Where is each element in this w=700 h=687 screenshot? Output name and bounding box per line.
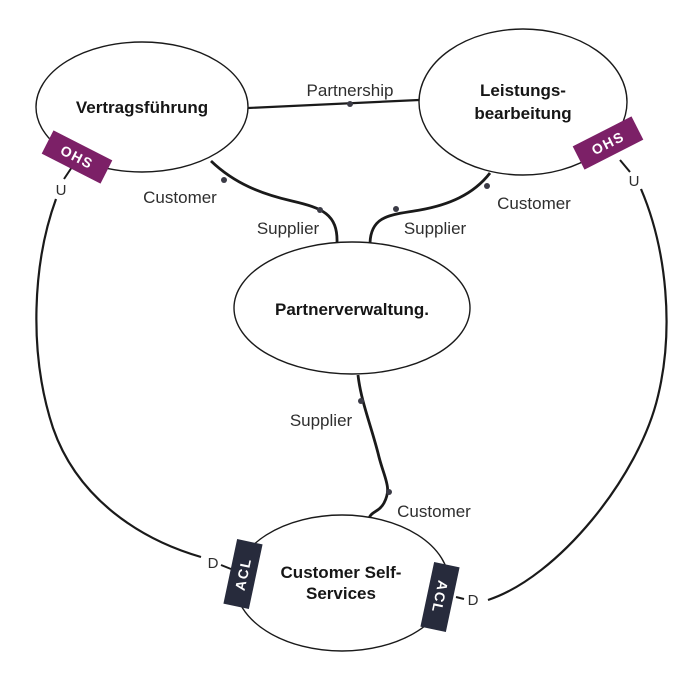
context-title-partnerverwaltung: Partnerverwaltung.	[275, 300, 429, 319]
curve-right-dot-lower	[393, 206, 399, 212]
acl-badge-right-text: ACL	[429, 579, 452, 615]
downstream-label-left: D	[208, 555, 219, 572]
upstream-downstream-arc-left	[35, 198, 202, 559]
context-title-vertragsfuehrung: Vertragsführung	[76, 98, 208, 117]
partnership-label: Partnership	[307, 81, 394, 100]
acl-badge-right: ACL	[420, 562, 460, 632]
context-title-customer-self-services-line2: Services	[306, 584, 376, 603]
supplier-customer-curve-bottom	[356, 374, 389, 519]
downstream-label-right: D	[468, 592, 479, 609]
context-title-customer-self-services-line1: Customer Self-	[281, 563, 402, 582]
supplier-label-left: Supplier	[257, 219, 320, 238]
ohs-badge-right-rect	[572, 116, 644, 170]
supplier-label-bottom: Supplier	[290, 411, 353, 430]
connector-d-left-acl	[220, 564, 232, 570]
context-title-leistungsbearbeitung-line2: bearbeitung	[474, 104, 571, 123]
context-ellipse-partnerverwaltung	[233, 241, 471, 375]
customer-label-bottom: Customer	[397, 502, 471, 521]
connector-acl-right-d	[455, 596, 465, 600]
curve-right-dot-upper	[484, 183, 490, 189]
curve-left-dot-lower	[317, 207, 323, 213]
curve-bottom-dot-upper	[358, 398, 364, 404]
context-ellipse-customer-self-services	[234, 514, 450, 652]
curve-left-dot-upper	[221, 177, 227, 183]
acl-badge-left: ACL	[223, 539, 263, 609]
context-title-leistungsbearbeitung-line1: Leistungs-	[480, 81, 566, 100]
upstream-label-left: U	[56, 182, 67, 199]
acl-badge-left-rect	[223, 539, 263, 609]
partnership-line	[247, 98, 420, 110]
upstream-label-right: U	[629, 173, 640, 190]
partnership-dot	[347, 101, 353, 107]
supplier-label-right: Supplier	[404, 219, 467, 238]
customer-supplier-curve-left	[210, 159, 339, 244]
ohs-badge-left-rect	[41, 130, 113, 184]
acl-badge-left-text: ACL	[232, 556, 255, 592]
context-ellipse-vertragsfuehrung	[35, 41, 249, 173]
upstream-downstream-arc-right	[487, 188, 668, 602]
context-ellipse-leistungsbearbeitung	[418, 28, 628, 176]
connector-ohs-left-u	[63, 166, 73, 180]
curve-bottom-dot-lower	[386, 489, 392, 495]
customer-label-right: Customer	[497, 194, 571, 213]
customer-label-left: Customer	[143, 188, 217, 207]
acl-badge-right-rect	[420, 562, 460, 632]
connector-ohs-right-u	[619, 159, 631, 173]
customer-supplier-curve-right	[368, 172, 492, 244]
